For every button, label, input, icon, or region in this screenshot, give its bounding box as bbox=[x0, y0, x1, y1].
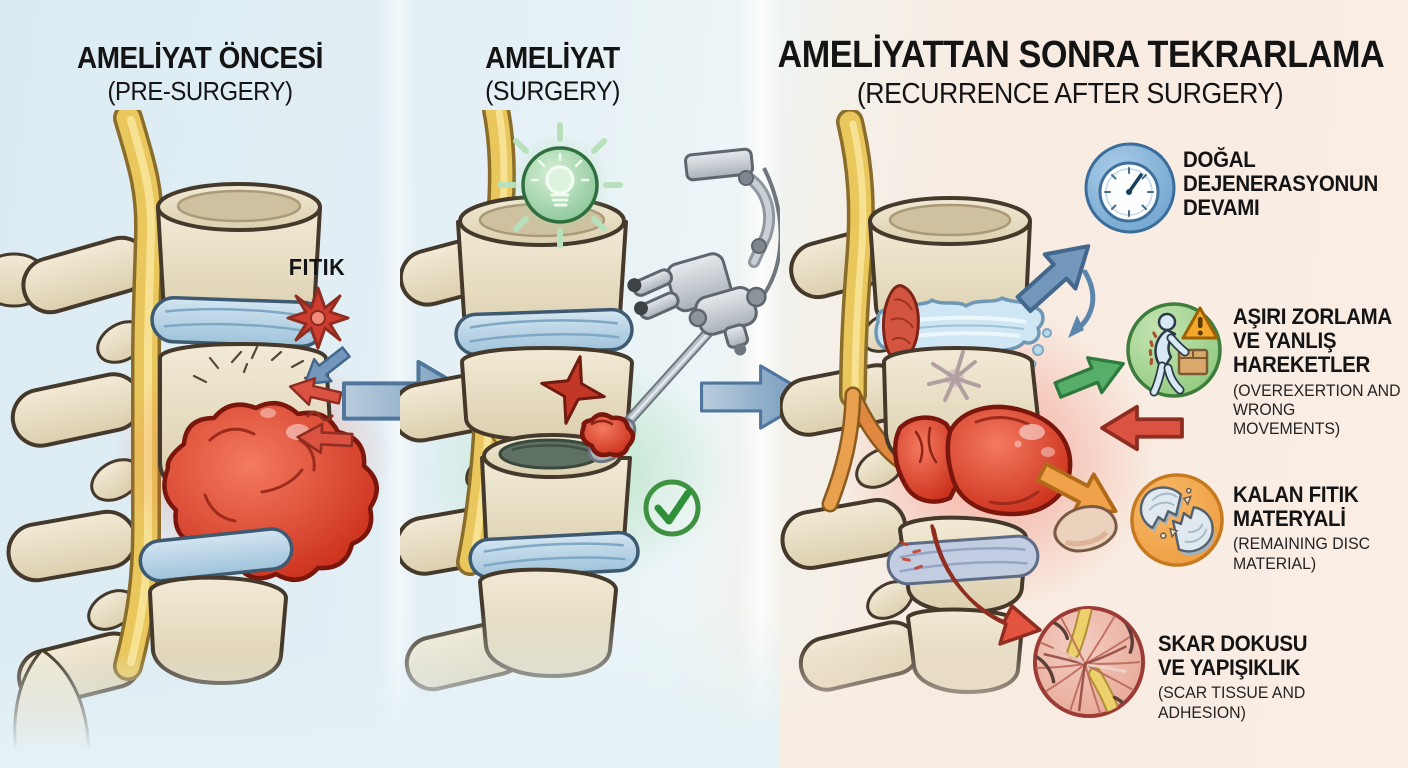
lower-disc bbox=[138, 527, 294, 583]
bottom-fade bbox=[0, 650, 400, 768]
pressure-arrows bbox=[285, 339, 356, 456]
free-disc-fragment bbox=[1053, 504, 1118, 553]
scar-tissue-icon bbox=[1032, 605, 1146, 719]
disc-crumbs bbox=[1159, 487, 1192, 539]
broken-disc-icon bbox=[1130, 473, 1224, 567]
spine-illustration-pre-surgery bbox=[0, 110, 400, 768]
cause-label: KALAN FITIK MATERYALİ bbox=[1233, 482, 1359, 532]
removed-disc-fragment bbox=[580, 412, 636, 458]
pain-starburst-icon bbox=[286, 286, 350, 350]
surgery-title: AMELİYAT bbox=[485, 40, 620, 75]
irritation-marks bbox=[899, 541, 923, 570]
surgical-instrument bbox=[580, 320, 720, 464]
pre-surgery-subtitle: (PRE-SURGERY) bbox=[107, 76, 293, 107]
recurrent-hernia-mass bbox=[892, 404, 1073, 517]
cause-label: SKAR DOKUSU VE YAPIŞIKLIK bbox=[1158, 631, 1308, 681]
bottom-fade bbox=[400, 610, 780, 768]
pre-surgery-title: AMELİYAT ÖNCESİ bbox=[77, 40, 323, 75]
recurrence-title: AMELİYATTAN SONRA TEKRARLAMA bbox=[777, 34, 1385, 76]
surgery-subtitle: (SURGERY) bbox=[485, 76, 620, 107]
cause-arrows bbox=[930, 229, 1184, 646]
header-surgery: AMELİYAT (SURGERY) bbox=[430, 40, 675, 107]
scar-arrow-curved bbox=[930, 524, 1042, 646]
vertebra-incision bbox=[460, 346, 634, 442]
cause-sublabel: (SCAR TISSUE AND ADHESION) bbox=[1158, 683, 1306, 722]
cause-label: AŞIRI ZORLAMA VE YANLIŞ HAREKETLER bbox=[1233, 304, 1392, 378]
water-loss-arrow bbox=[1076, 269, 1096, 331]
nerve-root bbox=[113, 110, 165, 681]
inflamed-tissue-strip bbox=[882, 284, 920, 361]
cause-item-scar-tissue: SKAR DOKUSU VE YAPIŞIKLIK (SCAR TISSUE A… bbox=[1158, 631, 1338, 722]
header-recurrence: AMELİYATTAN SONRA TEKRARLAMA (RECURRENCE… bbox=[745, 34, 1395, 111]
cause-sublabel: (REMAINING DISC MATERIAL) bbox=[1233, 534, 1371, 573]
disc-healthy bbox=[454, 307, 634, 357]
cause-item-overexertion: AŞIRI ZORLAMA VE YANLIŞ HAREKETLER (OVER… bbox=[1233, 304, 1408, 439]
person-lifting-box-icon bbox=[1126, 302, 1222, 398]
header-pre-surgery: AMELİYAT ÖNCESİ (PRE-SURGERY) bbox=[30, 40, 370, 107]
success-checkmark-icon bbox=[643, 479, 701, 537]
hernia-label: FITIK bbox=[288, 254, 346, 280]
recurrence-subtitle: (RECURRENCE AFTER SURGERY) bbox=[856, 77, 1284, 110]
idea-lightbulb-icon bbox=[497, 122, 623, 248]
bad-posture-dashes bbox=[1148, 331, 1158, 365]
cause-label: DOĞAL DEJENERASYONUN DEVAMI bbox=[1183, 147, 1379, 221]
cause-item-remaining-disc: KALAN FITIK MATERYALİ (REMAINING DISC MA… bbox=[1233, 482, 1403, 573]
cause-sublabel: (OVEREXERTION AND WRONG MOVEMENTS) bbox=[1233, 380, 1401, 439]
spine-illustration-surgery bbox=[400, 110, 780, 768]
vertebra-upper bbox=[156, 182, 322, 325]
stopwatch-icon bbox=[1084, 142, 1176, 234]
cause-item-degeneration: DOĞAL DEJENERASYONUN DEVAMI bbox=[1183, 147, 1388, 224]
incision-mark bbox=[540, 355, 606, 425]
scar-star-mark bbox=[927, 350, 981, 402]
surgical-microscope bbox=[627, 147, 780, 356]
lower-disc bbox=[886, 534, 1040, 586]
